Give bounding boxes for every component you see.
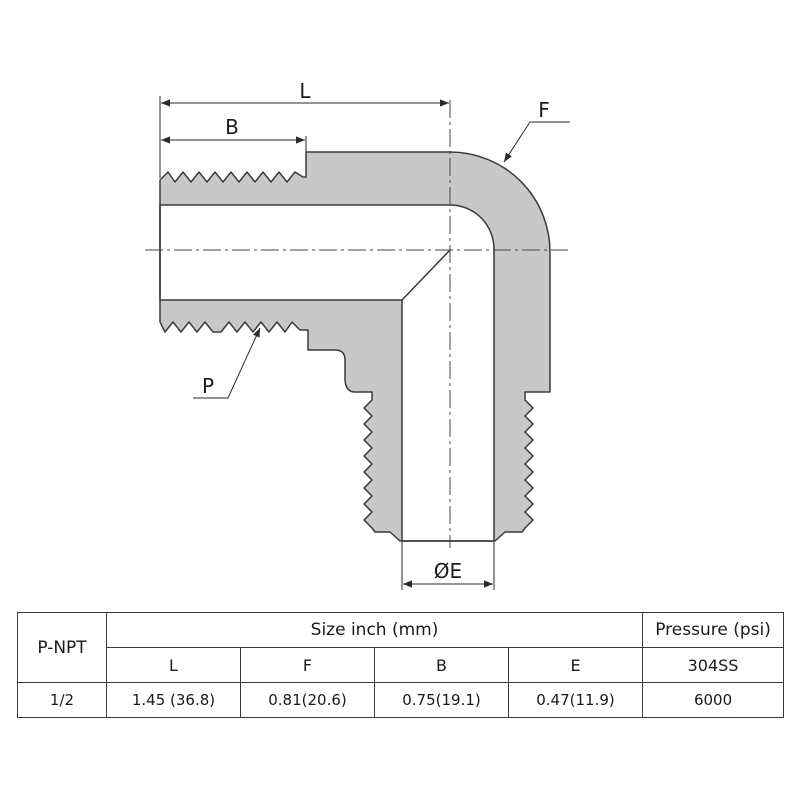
- subheader-F: F: [240, 647, 375, 683]
- table-row: 1/2 1.45 (36.8) 0.81(20.6) 0.75(19.1) 0.…: [17, 682, 785, 718]
- spec-table: P-NPT Size inch (mm) Pressure (psi) L F …: [17, 612, 785, 718]
- header-size: Size inch (mm): [105, 612, 644, 648]
- cell-E: 0.47(11.9): [507, 682, 644, 718]
- cell-B: 0.75(19.1): [374, 682, 509, 718]
- leader-F-label: F: [538, 98, 550, 122]
- subheader-L: L: [106, 647, 241, 683]
- cell-F: 0.81(20.6): [240, 682, 375, 718]
- leader-F: [503, 121, 570, 163]
- bore-outline: [159, 205, 494, 542]
- cell-L: 1.45 (36.8): [106, 682, 241, 718]
- elbow-fitting-drawing: L B F P ØE: [145, 79, 570, 590]
- cell-pnpt: 1/2: [17, 682, 107, 718]
- cell-pressure: 6000: [642, 682, 785, 718]
- subheader-E: E: [507, 647, 644, 683]
- header-pressure: Pressure (psi): [642, 612, 785, 648]
- subheader-material: 304SS: [642, 647, 785, 683]
- leader-P-label: P: [202, 374, 214, 398]
- fitting-body: [159, 151, 551, 542]
- subheader-B: B: [374, 647, 509, 683]
- leader-P: [193, 327, 261, 399]
- dimension-B-label: B: [225, 115, 239, 139]
- dimension-E-label: ØE: [434, 559, 462, 583]
- header-pnpt: P-NPT: [17, 612, 107, 683]
- dimension-L-label: L: [299, 79, 311, 103]
